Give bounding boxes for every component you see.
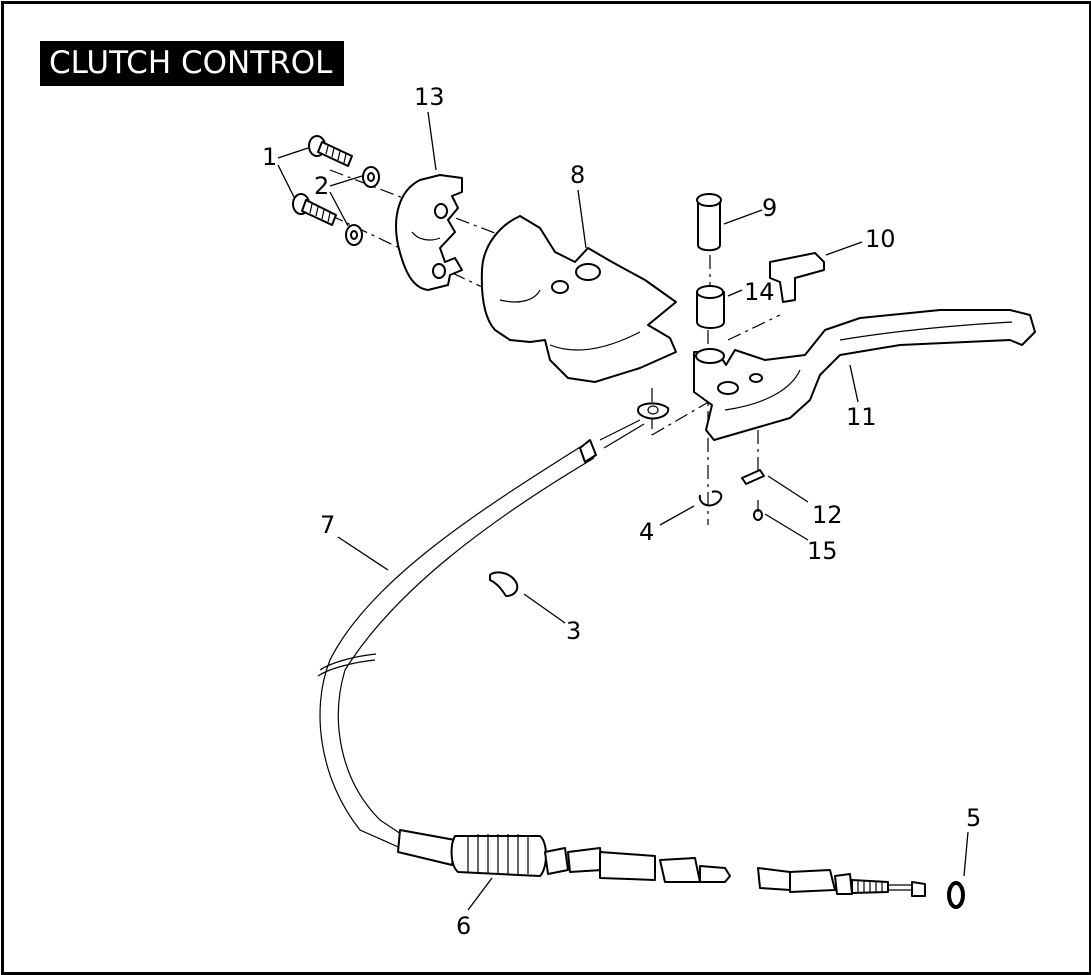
bushing-part-14	[696, 285, 725, 329]
callout-14: 14	[744, 278, 775, 306]
cable-clip-part-3	[489, 571, 519, 597]
lever-part-11	[693, 309, 1036, 441]
pivot-pin-part-9	[696, 193, 722, 252]
leader-lines	[277, 111, 969, 911]
callout-labels: 1 2 3 4 5 6 7 8 9 10 11 12 13 14 15	[262, 83, 981, 940]
callout-4: 4	[639, 518, 654, 546]
callout-8: 8	[570, 161, 585, 189]
interlock-part-10	[769, 252, 825, 303]
callout-9: 9	[762, 194, 777, 222]
o-ring-part-5	[947, 881, 965, 909]
callout-12: 12	[812, 501, 843, 529]
clamp-part-13	[395, 174, 463, 291]
adjuster-part-6	[450, 834, 926, 897]
callout-5: 5	[966, 804, 981, 832]
callout-3: 3	[566, 617, 581, 645]
diagram-title: CLUTCH CONTROL	[40, 41, 345, 86]
callout-2: 2	[314, 172, 329, 200]
callout-13: 13	[414, 83, 445, 111]
callout-15: 15	[807, 537, 838, 565]
screw-part-15	[753, 500, 763, 521]
cable-part-7	[317, 402, 670, 866]
callout-6: 6	[456, 912, 471, 940]
callout-7: 7	[320, 511, 335, 539]
retaining-ring-part-4	[698, 490, 723, 507]
housing-part-8	[480, 215, 677, 383]
screw-part-1	[292, 135, 353, 226]
callout-11: 11	[846, 403, 877, 431]
pin-part-12	[741, 469, 765, 485]
washer-part-2	[345, 166, 380, 246]
callout-1: 1	[262, 143, 277, 171]
callout-10: 10	[865, 225, 896, 253]
